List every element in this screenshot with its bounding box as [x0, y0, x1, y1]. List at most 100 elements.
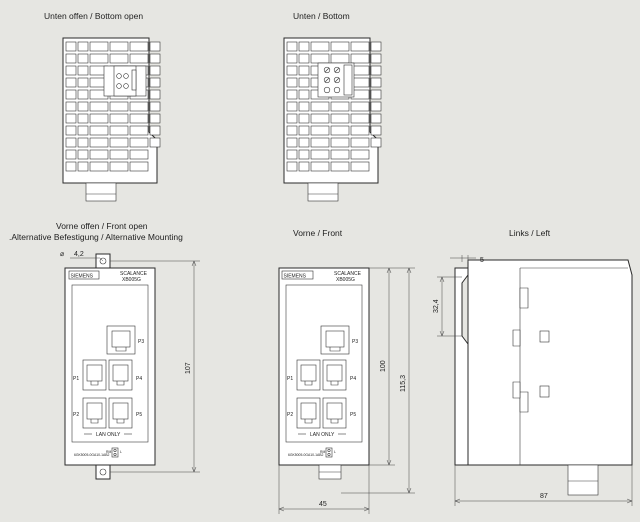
vent-slot — [77, 137, 89, 148]
vent-slot — [310, 125, 330, 136]
port-label-p3: P3 — [352, 339, 358, 345]
vent-slot — [310, 53, 330, 64]
vent-slot — [77, 53, 89, 64]
port-p3 — [106, 325, 136, 355]
vent-slot — [65, 161, 77, 172]
vent-slot — [129, 125, 149, 136]
vent-slot — [350, 161, 370, 172]
bottom-mounting-tab — [95, 464, 111, 480]
port-p4 — [322, 359, 347, 391]
product-model: XB005G — [336, 277, 355, 283]
vent-slot — [330, 161, 350, 172]
vent-slot — [77, 65, 89, 76]
vent-slot — [370, 65, 382, 76]
vent-slot — [149, 53, 161, 64]
vent-slot — [129, 113, 149, 124]
vent-slot — [109, 137, 129, 148]
vent-slot — [370, 137, 382, 148]
vent-slot — [350, 41, 370, 52]
port-label-p5: P5 — [350, 412, 356, 418]
vent-slot — [129, 149, 149, 160]
vent-slot — [298, 41, 310, 52]
port-label-p1: P1 — [287, 376, 293, 382]
vent-slot — [65, 53, 77, 64]
title-front-open: Vorne offen / Front open — [56, 221, 148, 231]
vent-slot — [149, 125, 161, 136]
vent-slot — [330, 137, 350, 148]
vent-slot — [350, 149, 370, 160]
vent-slot — [129, 53, 149, 64]
vent-slot — [286, 77, 298, 88]
vent-slot — [330, 125, 350, 136]
dim-screw-diameter: 4,2 — [74, 251, 84, 258]
vent-slot — [109, 101, 129, 112]
brand-text: SIEMENS — [284, 273, 307, 279]
dim-height-107: 107 — [185, 362, 192, 374]
port-label-p3: P3 — [138, 339, 144, 345]
vent-slot — [129, 161, 149, 172]
vent-slot — [65, 101, 77, 112]
vent-slot — [330, 113, 350, 124]
vent-slot — [77, 77, 89, 88]
dim-height-115-3: 115,3 — [400, 375, 407, 392]
vent-slot — [298, 101, 310, 112]
led-label-rm: RM — [320, 450, 325, 454]
product-name: SCALANCE — [334, 271, 362, 277]
vent-slot — [109, 161, 129, 172]
port-label-p4: P4 — [350, 376, 356, 382]
vent-slot — [310, 41, 330, 52]
vent-slot — [149, 137, 161, 148]
vent-slot — [298, 149, 310, 160]
vent-slot — [65, 137, 77, 148]
vent-slot — [310, 161, 330, 172]
din-rail-clip — [567, 464, 599, 496]
product-model: XB005G — [122, 277, 141, 283]
vent-slot — [129, 41, 149, 52]
vent-slot — [286, 89, 298, 100]
title-left: Links / Left — [509, 228, 551, 238]
vent-slot — [65, 65, 77, 76]
vent-slot — [149, 41, 161, 52]
vent-slot — [286, 113, 298, 124]
dim-screw-symbol: ⌀ — [60, 251, 64, 258]
vent-slot — [129, 137, 149, 148]
vent-slot — [149, 113, 161, 124]
housing-side — [467, 259, 633, 466]
vent-slot — [77, 161, 89, 172]
vent-slot — [330, 41, 350, 52]
vent-slot — [298, 53, 310, 64]
vent-slot — [89, 125, 109, 136]
mounting-rail-side — [454, 267, 469, 466]
dim-width-45: 45 — [319, 501, 327, 508]
vent-slot — [370, 101, 382, 112]
order-number: 6GK5005-0GA10-1AB2 — [74, 453, 110, 457]
din-rail-clip — [307, 182, 339, 202]
vent-slot — [298, 89, 310, 100]
vent-slot — [109, 149, 129, 160]
port-p2 — [296, 397, 321, 429]
vent-slot — [89, 113, 109, 124]
front-view: SIEMENS SCALANCE XB005G P3 P1 — [278, 267, 415, 514]
vent-slot — [370, 53, 382, 64]
vent-slot — [65, 113, 77, 124]
dim-depth-87: 87 — [540, 493, 548, 500]
vent-slot — [298, 65, 310, 76]
product-name: SCALANCE — [120, 271, 148, 277]
vent-slot — [370, 77, 382, 88]
led-block — [111, 447, 119, 458]
vent-slot — [109, 113, 129, 124]
dim-offset-5: 5 — [480, 257, 484, 264]
vent-slot — [129, 101, 149, 112]
vent-slot — [149, 101, 161, 112]
vent-slot — [350, 113, 370, 124]
vent-slot — [77, 41, 89, 52]
brand-text: SIEMENS — [71, 273, 94, 279]
port-p1 — [82, 359, 107, 391]
front-open-view: SIEMENS SCALANCE XB005G P3 — [60, 251, 200, 480]
vent-slot — [65, 125, 77, 136]
vent-slot — [77, 149, 89, 160]
vent-slot — [286, 137, 298, 148]
lan-only-label: LAN ONLY — [310, 432, 335, 438]
vent-grid — [286, 41, 382, 172]
port-label-p5: P5 — [136, 412, 142, 418]
